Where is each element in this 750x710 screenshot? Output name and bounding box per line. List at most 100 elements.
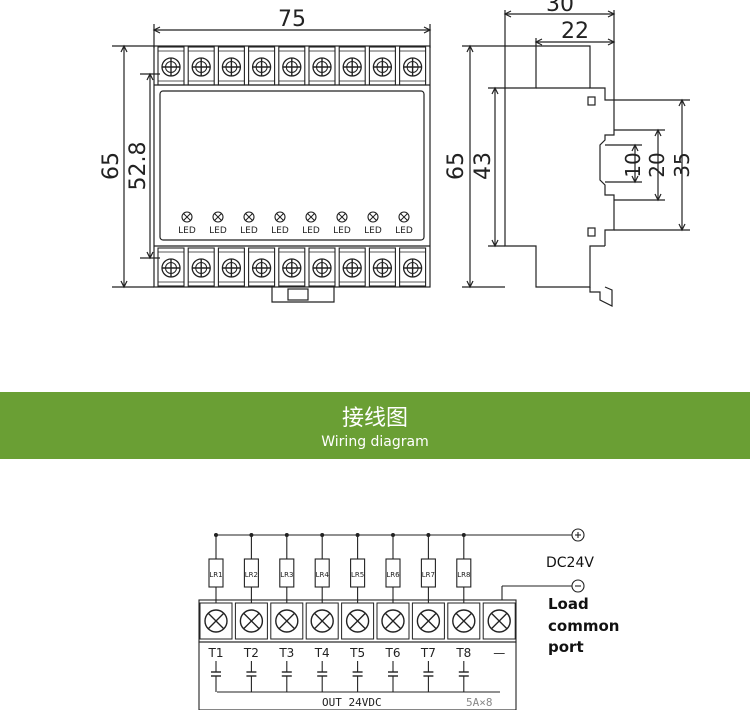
load-3: LR3 — [279, 533, 295, 603]
led-label-8: LED — [395, 226, 413, 236]
led-3: LED — [240, 211, 258, 236]
terminal-2: T2 — [234, 602, 268, 660]
dim-height-52-8: 52.8 — [126, 142, 151, 191]
load-label-2: LR2 — [245, 571, 258, 579]
load-label-8: LR8 — [457, 571, 470, 579]
led-label-1: LED — [178, 226, 196, 236]
top-terminal-screw-3 — [217, 46, 245, 86]
top-terminal-screw-4 — [248, 46, 276, 86]
load-5: LR5 — [350, 533, 366, 603]
bottom-terminal-screw-9 — [399, 247, 427, 287]
terminal-label-3: T3 — [278, 646, 294, 660]
dim-height-65: 65 — [99, 152, 124, 180]
top-terminal-screw-5 — [278, 46, 306, 86]
bottom-terminal-screw-5 — [278, 247, 306, 287]
capacitor-8 — [458, 661, 469, 692]
terminal-1: T1 — [199, 602, 233, 660]
terminal-6: T6 — [376, 602, 410, 660]
load-1: LR1 — [208, 533, 224, 603]
led-label-3: LED — [240, 226, 258, 236]
rating-label: 5A×8 — [466, 696, 493, 709]
load-label-5: LR5 — [351, 571, 364, 579]
banner-title-english: Wiring diagram — [321, 434, 429, 450]
bottom-terminal-screw-6 — [308, 247, 336, 287]
side-dim-20: 20 — [645, 152, 669, 177]
top-terminal-row — [157, 46, 427, 86]
load-7: LR7 — [420, 533, 436, 603]
load-4: LR4 — [314, 533, 330, 603]
led-label-7: LED — [364, 226, 382, 236]
side-dim-height-65: 65 — [444, 152, 469, 180]
terminal-label-2: T2 — [243, 646, 259, 660]
terminal-label-7: T7 — [420, 646, 436, 660]
bottom-terminal-screw-1 — [157, 247, 185, 287]
top-terminal-screw-2 — [187, 46, 215, 86]
capacitor-7 — [423, 661, 434, 692]
led-7: LED — [364, 211, 382, 236]
terminal-label-8: T8 — [455, 646, 471, 660]
led-1: LED — [178, 211, 196, 236]
dimension-drawing: LED LED LED LED LED LED LED LED 75 65 52.8 — [99, 0, 694, 307]
capacitor-6 — [388, 661, 398, 692]
terminal-5: T5 — [341, 602, 375, 660]
load-label-7: LR7 — [422, 571, 435, 579]
led-6: LED — [333, 211, 351, 236]
side-dim-43: 43 — [471, 152, 496, 180]
led-label-4: LED — [271, 226, 289, 236]
terminal-label-4: T4 — [314, 646, 330, 660]
load-8: LR8 — [456, 533, 472, 603]
side-dim-10: 10 — [621, 152, 645, 177]
led-4: LED — [271, 211, 289, 236]
capacitor-5 — [352, 661, 363, 692]
bottom-terminal-screw-2 — [187, 247, 215, 287]
capacitor-4 — [317, 661, 328, 692]
terminal-9: — — [482, 602, 516, 660]
dim-width-75: 75 — [278, 7, 306, 32]
terminal-label-9: — — [493, 646, 505, 660]
bottom-terminal-screw-7 — [338, 247, 366, 287]
led-8: LED — [395, 211, 413, 236]
led-2: LED — [209, 211, 227, 236]
terminal-label-6: T6 — [385, 646, 401, 660]
capacitor-3 — [281, 661, 292, 692]
load-label-6: LR6 — [386, 571, 400, 579]
top-terminal-screw-9 — [399, 46, 427, 86]
top-terminal-screw-6 — [308, 46, 336, 86]
capacitor-row — [211, 661, 469, 692]
bottom-terminal-screw-4 — [248, 247, 276, 287]
bottom-terminal-row — [157, 247, 427, 287]
dim-depth-22: 22 — [561, 19, 589, 44]
led-label-6: LED — [333, 226, 351, 236]
terminal-3: T3 — [270, 602, 304, 660]
led-label-5: LED — [302, 226, 320, 236]
banner-title-chinese: 接线图 — [341, 406, 408, 431]
supply-label: DC24V — [546, 555, 594, 571]
common-label-line-3: port — [548, 638, 584, 656]
terminal-8: T8 — [447, 602, 481, 660]
load-label-4: LR4 — [316, 571, 330, 579]
terminal-label-5: T5 — [349, 646, 365, 660]
load-label-1: LR1 — [209, 571, 222, 579]
dim-depth-30: 30 — [546, 0, 574, 17]
section-banner: 接线图 Wiring diagram — [0, 392, 750, 459]
terminal-4: T4 — [305, 602, 339, 660]
load-2: LR2 — [243, 533, 259, 603]
capacitor-1 — [211, 661, 221, 692]
bottom-terminal-screw-8 — [368, 247, 396, 287]
bottom-terminal-screw-3 — [217, 247, 245, 287]
capacitor-2 — [246, 661, 257, 692]
terminal-7: T7 — [411, 602, 445, 660]
led-5: LED — [302, 211, 320, 236]
top-terminal-screw-7 — [338, 46, 366, 86]
side-dim-35: 35 — [670, 152, 694, 177]
led-indicator-row: LED LED LED LED LED LED LED LED — [178, 211, 413, 236]
load-label-3: LR3 — [280, 571, 293, 579]
common-label-line-1: Load — [548, 595, 589, 613]
top-terminal-screw-1 — [157, 46, 185, 86]
led-label-2: LED — [209, 226, 227, 236]
load-6: LR6 — [385, 533, 401, 603]
load-row: LR1 LR2 LR3 LR4 LR5 LR6 LR7 LR8 — [208, 533, 472, 603]
top-terminal-screw-8 — [368, 46, 396, 86]
